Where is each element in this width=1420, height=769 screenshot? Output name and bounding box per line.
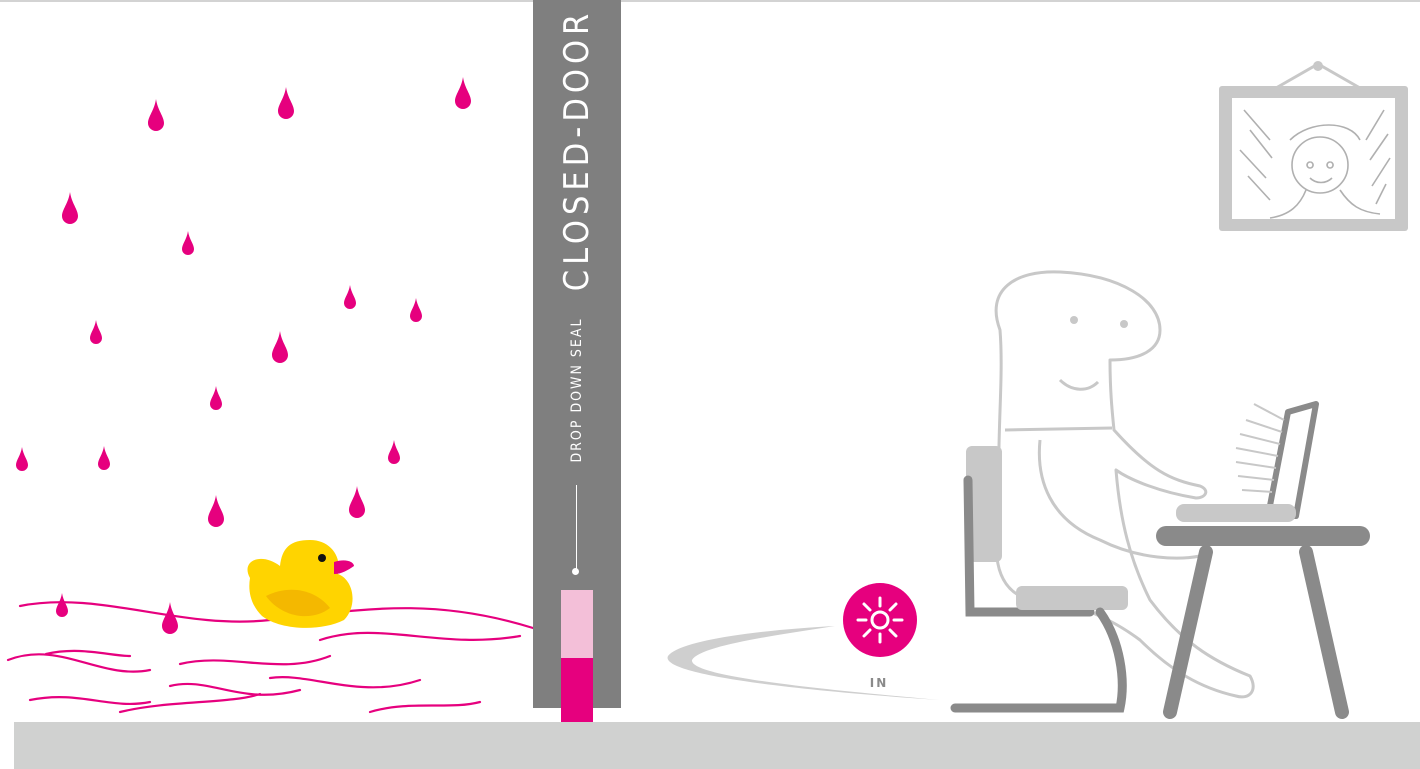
chair	[955, 446, 1128, 708]
picture-frame-icon	[1219, 61, 1408, 231]
table	[1156, 526, 1370, 712]
sun-icon	[843, 583, 917, 657]
floor	[14, 722, 1420, 769]
person-at-laptop	[996, 272, 1253, 697]
in-label: IN	[870, 676, 889, 690]
laptop	[1176, 404, 1316, 522]
